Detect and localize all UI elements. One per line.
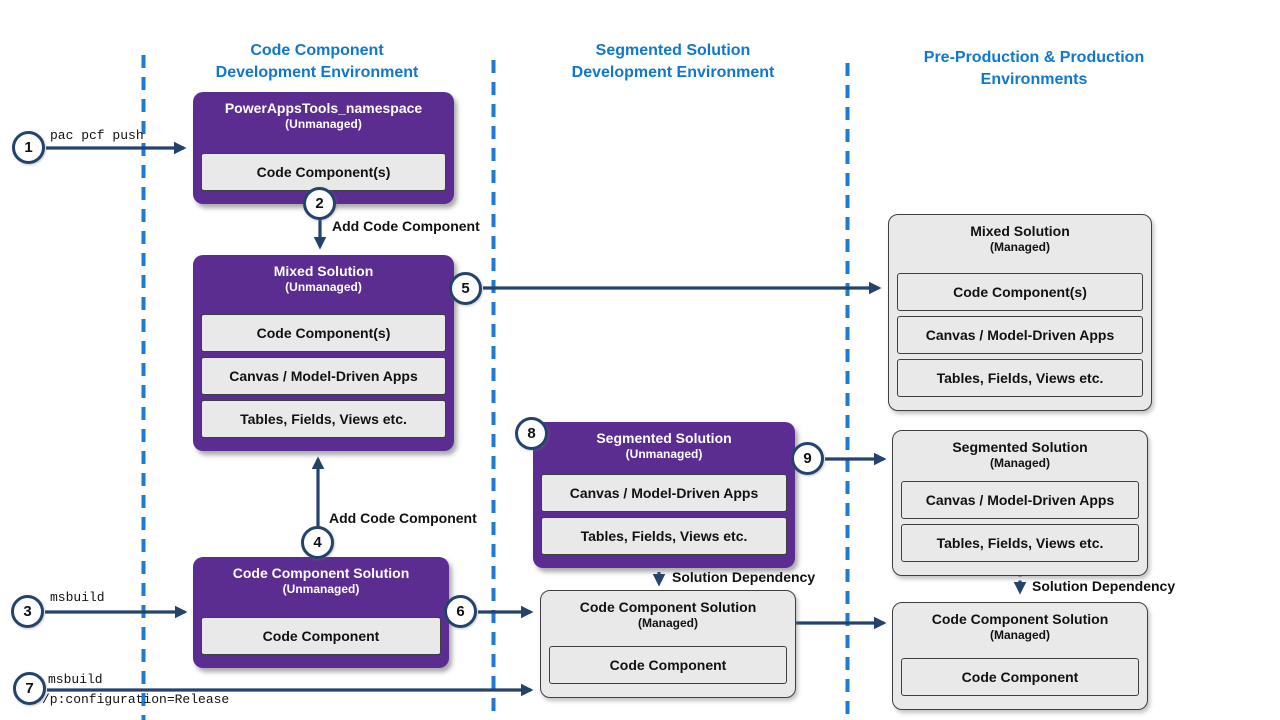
step-circle-3: 3 xyxy=(11,595,44,628)
mixed-solution-unmanaged-box: Mixed Solution (Unmanaged) Code Componen… xyxy=(193,255,454,451)
column-header-line1: Segmented Solution xyxy=(595,42,751,59)
box-row-tables-fields-views: Tables, Fields, Views etc. xyxy=(541,517,787,555)
label-msbuild: msbuild xyxy=(50,590,105,605)
label-solution-dependency-mid: Solution Dependency xyxy=(672,569,816,585)
column-header-line1: Code Component xyxy=(250,42,384,59)
step-circle-8: 8 xyxy=(515,417,548,450)
step-circle-5: 5 xyxy=(449,272,482,305)
box-subtitle: (Unmanaged) xyxy=(285,280,362,294)
box-title: Mixed Solution xyxy=(273,263,374,279)
column-header-line1: Pre-Production & Production xyxy=(923,49,1145,66)
box-title: Segmented Solution xyxy=(952,439,1088,455)
code-component-solution-managed-mid-box: Code Component Solution (Managed) Code C… xyxy=(540,590,796,698)
code-component-solution-unmanaged-box: Code Component Solution (Unmanaged) Code… xyxy=(193,557,449,668)
box-row-code-component: Code Component xyxy=(901,658,1139,696)
box-subtitle: (Unmanaged) xyxy=(282,582,360,596)
box-title: Code Component Solution xyxy=(232,565,410,581)
box-title: Code Component Solution xyxy=(931,611,1109,627)
label-msbuild-release-line1: msbuild xyxy=(48,672,103,687)
step-circle-9: 9 xyxy=(791,442,824,475)
box-row-code-components: Code Component(s) xyxy=(897,273,1143,311)
column-header-preprod-prod: Pre-Production & Production Environments xyxy=(904,47,1164,91)
column-header-line2: Development Environment xyxy=(571,64,775,81)
box-row-tables-fields-views: Tables, Fields, Views etc. xyxy=(201,400,446,438)
step-circle-1: 1 xyxy=(12,131,45,164)
box-title: Segmented Solution xyxy=(596,430,732,446)
label-add-code-component-step2: Add Code Component xyxy=(332,218,480,234)
mixed-solution-managed-box: Mixed Solution (Managed) Code Component(… xyxy=(888,214,1152,411)
column-header-line2: Development Environment xyxy=(215,64,419,81)
step-circle-6: 6 xyxy=(444,595,477,628)
column-header-line2: Environments xyxy=(980,71,1088,88)
box-subtitle: (Managed) xyxy=(638,616,698,630)
box-subtitle: (Managed) xyxy=(990,456,1050,470)
label-add-code-component-step4: Add Code Component xyxy=(329,510,477,526)
code-component-solution-managed-right-box: Code Component Solution (Managed) Code C… xyxy=(892,602,1148,710)
box-subtitle: (Unmanaged) xyxy=(625,447,703,461)
label-msbuild-release-line2: /p:configuration=Release xyxy=(42,692,230,707)
box-row-canvas-model-apps: Canvas / Model-Driven Apps xyxy=(201,357,446,395)
box-row-code-components: Code Component(s) xyxy=(201,153,446,191)
box-row-canvas-model-apps: Canvas / Model-Driven Apps xyxy=(897,316,1143,354)
box-row-canvas-model-apps: Canvas / Model-Driven Apps xyxy=(541,474,787,512)
column-header-code-component-dev: Code Component Development Environment xyxy=(187,40,447,84)
box-row-code-component: Code Component xyxy=(549,646,787,684)
box-title: PowerAppsTools_namespace xyxy=(224,100,423,116)
box-subtitle: (Managed) xyxy=(990,628,1050,642)
step-circle-4: 4 xyxy=(301,526,334,559)
box-subtitle: (Managed) xyxy=(990,240,1050,254)
label-solution-dependency-right: Solution Dependency xyxy=(1032,578,1176,594)
segmented-solution-managed-box: Segmented Solution (Managed) Canvas / Mo… xyxy=(892,430,1148,576)
box-title: Mixed Solution xyxy=(970,223,1070,239)
step-circle-2: 2 xyxy=(303,187,336,220)
segmented-solution-unmanaged-box: Segmented Solution (Unmanaged) Canvas / … xyxy=(533,422,795,568)
box-row-canvas-model-apps: Canvas / Model-Driven Apps xyxy=(901,481,1139,519)
box-row-code-components: Code Component(s) xyxy=(201,314,446,352)
box-row-tables-fields-views: Tables, Fields, Views etc. xyxy=(901,524,1139,562)
box-row-tables-fields-views: Tables, Fields, Views etc. xyxy=(897,359,1143,397)
label-pac-pcf-push: pac pcf push xyxy=(50,128,144,143)
box-title: Code Component Solution xyxy=(579,599,757,615)
box-subtitle: (Unmanaged) xyxy=(285,117,362,131)
step-circle-7: 7 xyxy=(13,672,46,705)
column-header-segmented-dev: Segmented Solution Development Environme… xyxy=(543,40,803,84)
powerappstools-namespace-box: PowerAppsTools_namespace (Unmanaged) Cod… xyxy=(193,92,454,204)
box-row-code-component: Code Component xyxy=(201,617,441,655)
